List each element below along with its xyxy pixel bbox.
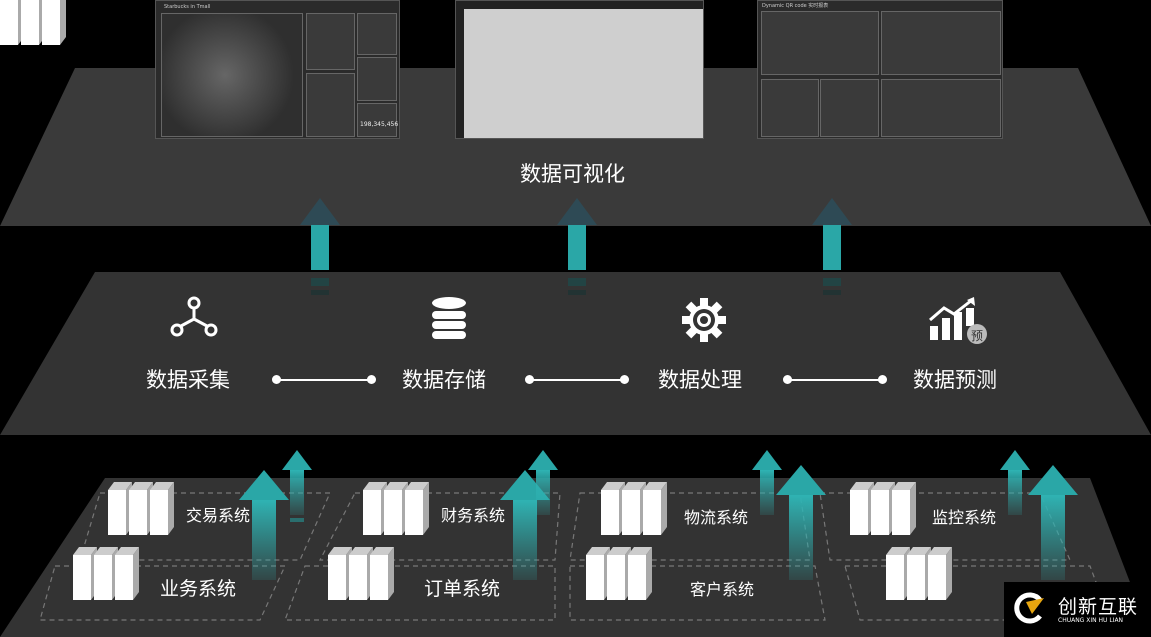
system-trading: 交易系统	[186, 506, 251, 525]
gear-icon	[682, 298, 726, 342]
database-icon	[432, 297, 466, 339]
nodes-icon	[170, 296, 218, 337]
label-data-prediction: 数据预测	[913, 368, 997, 392]
forecast-badge: 预	[971, 329, 984, 343]
upward-arrows-top	[300, 198, 852, 295]
customer-count: 198,345,456	[360, 121, 399, 128]
upward-arrows-bottom	[239, 450, 1078, 580]
system-monitoring: 监控系统	[932, 508, 997, 527]
system-business: 业务系统	[160, 578, 237, 600]
label-data-storage: 数据存储	[402, 368, 486, 392]
logo-name: 创新互联	[1058, 596, 1139, 618]
server-blocks	[0, 0, 952, 600]
map-dashboard-title: Starbucks in Tmall	[164, 4, 211, 10]
middle-plane	[0, 272, 1151, 435]
brand-logo: 创新互联 CHUANG XIN HU LIAN	[1004, 582, 1151, 637]
logo-subtitle: CHUANG XIN HU LIAN	[1058, 617, 1124, 624]
system-finance: 财务系统	[441, 506, 506, 525]
system-customer: 客户系统	[690, 580, 755, 599]
label-data-processing: 数据处理	[658, 368, 742, 392]
logo-mark-icon	[1014, 592, 1044, 624]
qr-dashboard-title: Dynamic QR code 实时报表	[762, 3, 829, 9]
flow-diagram-screenshot	[455, 0, 704, 139]
system-logistics: 物流系统	[684, 508, 749, 527]
layer-title-visualization: 数据可视化	[520, 162, 625, 186]
label-data-collection: 数据采集	[146, 368, 230, 392]
map-dashboard-screenshot: Starbucks in Tmall 198,345,456	[155, 0, 400, 139]
system-order: 订单系统	[424, 578, 501, 600]
qr-dashboard-screenshot: Dynamic QR code 实时报表	[757, 0, 1003, 139]
forecast-chart-icon	[929, 297, 987, 344]
